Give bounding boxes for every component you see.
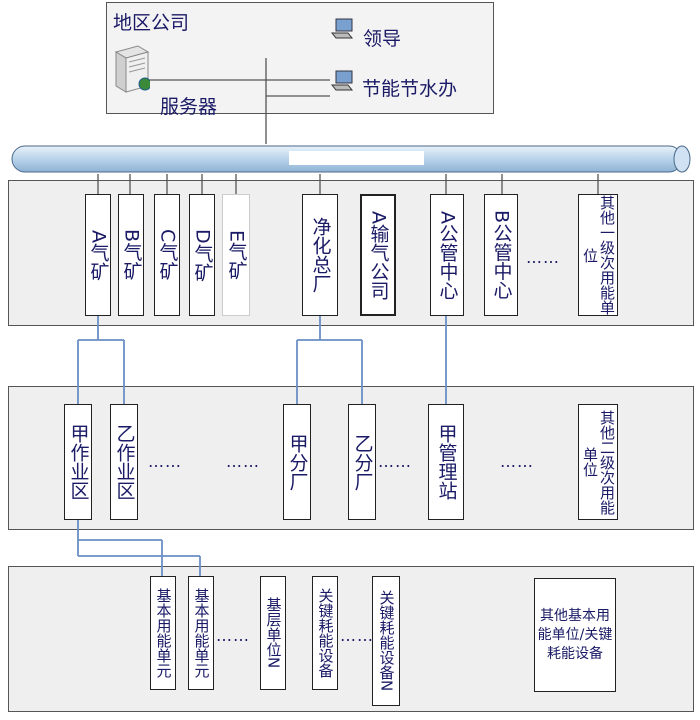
- management-station-box: 甲管理站: [428, 404, 464, 520]
- mine-b-box: B气矿: [118, 194, 144, 316]
- center-a-box: A公管中心: [430, 194, 464, 316]
- other-level2-units-box: 其他二级次用能单位: [578, 404, 618, 520]
- zone-yi-box: 乙作业区: [110, 404, 138, 520]
- server-icon: [114, 44, 152, 94]
- key-equipment-box-n: 关键耗能设备N: [372, 576, 400, 706]
- mine-a-box: A气矿: [85, 194, 111, 316]
- office-label: 节能节水办: [362, 78, 458, 100]
- mine-c-box: C气矿: [154, 194, 180, 316]
- mine-d-box: D气矿: [189, 194, 215, 316]
- level1-ellipsis: ……: [526, 248, 560, 267]
- zone-jia-box: 甲作业区: [64, 404, 92, 520]
- computer-icon: [330, 18, 354, 40]
- key-equipment-box-1: 关键耗能设备: [312, 576, 338, 690]
- level2-ellipsis-4: ……: [500, 452, 534, 471]
- mine-e-box: E气矿: [222, 194, 250, 316]
- level2-ellipsis-2: ……: [226, 452, 260, 471]
- level2-ellipsis-3: ……: [378, 452, 412, 471]
- basic-energy-unit-box-2: 基本用能单元: [188, 576, 214, 690]
- center-b-box: B公管中心: [484, 194, 518, 316]
- grassroots-unit-box: 基层单位N: [260, 576, 286, 690]
- other-level1-units-box: 其他一级次用能单位: [578, 194, 618, 316]
- network-pipe: [4, 144, 696, 174]
- purify-plant-box: 净化总厂: [302, 194, 338, 316]
- leader-label: 领导: [363, 28, 402, 50]
- branch-plant-jia-box: 甲分厂: [283, 404, 311, 520]
- level2-ellipsis-1: ……: [148, 452, 182, 471]
- level3-ellipsis-2: ……: [340, 626, 374, 645]
- basic-energy-unit-box-1: 基本用能单元: [150, 576, 176, 690]
- other-basic-units-box: 其他基本用能单位/关键耗能设备: [534, 578, 616, 692]
- branch-plant-yi-box: 乙分厂: [348, 404, 376, 520]
- regional-company-panel: [106, 2, 494, 114]
- computer-icon: [330, 70, 354, 92]
- gas-transport-company-box: A输气公司: [360, 194, 396, 316]
- server-label: 服务器: [160, 96, 218, 118]
- regional-company-title: 地区公司: [113, 12, 190, 34]
- level3-ellipsis-1: ……: [216, 626, 250, 645]
